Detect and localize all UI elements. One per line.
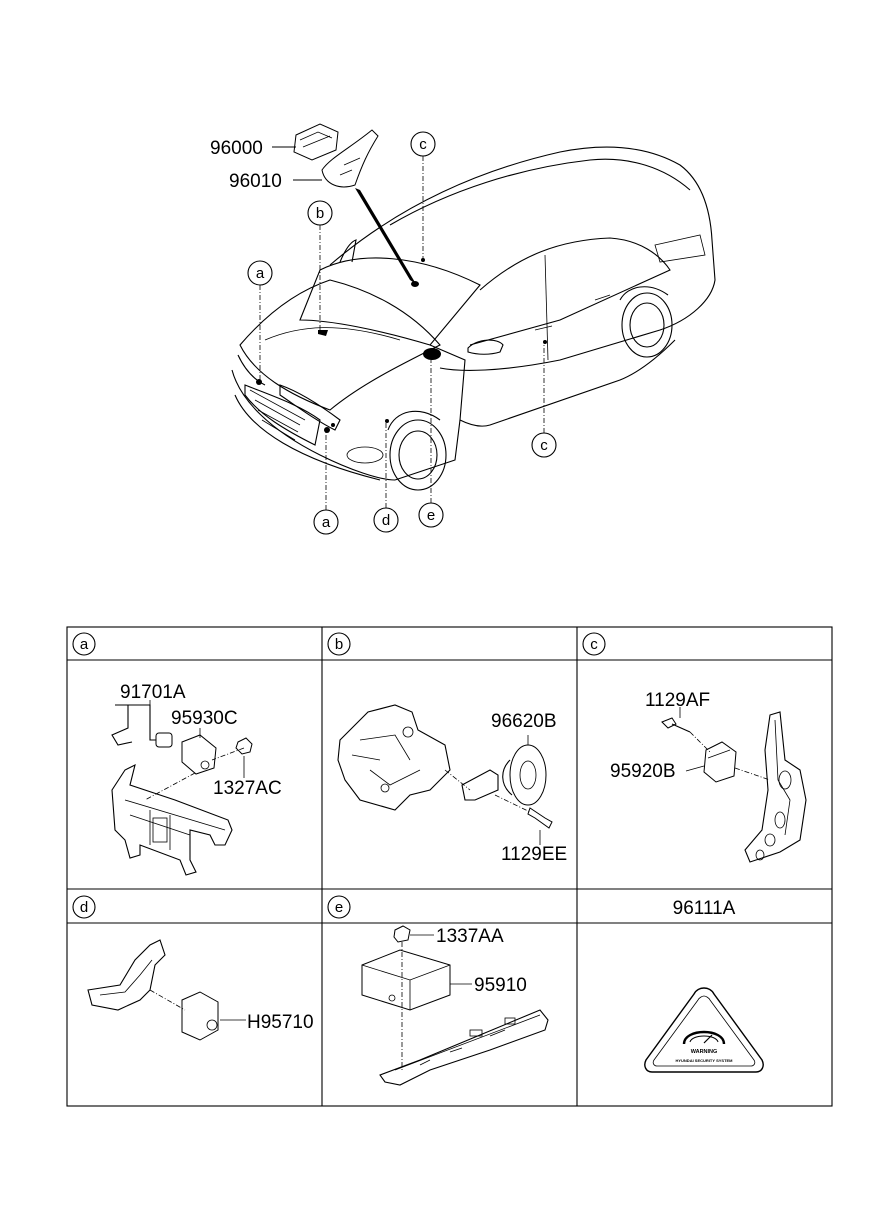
module-96000-icon [293, 123, 339, 161]
svg-text:c: c [590, 636, 598, 653]
cell-e-drawing [361, 925, 549, 1086]
warning-sticker: WARNING HYUNDAI SECURITY SYSTEM [644, 987, 764, 1073]
part-label-95930C: 95930C [171, 708, 238, 729]
part-label-95910: 95910 [474, 975, 527, 996]
svg-text:a: a [80, 636, 89, 653]
part-label-1337AA: 1337AA [436, 926, 504, 947]
svg-text:b: b [335, 636, 343, 653]
sticker-warning-text: WARNING [691, 1049, 718, 1055]
svg-text:c: c [419, 136, 427, 153]
part-label-91701A: 91701A [120, 682, 186, 703]
cell-header-b: b [327, 632, 351, 656]
cell-title-96111A: 96111A [673, 898, 736, 919]
svg-text:d: d [80, 899, 88, 916]
part-label-96010: 96010 [229, 171, 282, 192]
cell-b-drawing [337, 704, 553, 845]
svg-text:b: b [316, 205, 324, 222]
detail-table [66, 626, 833, 1107]
part-label-96620B: 96620B [491, 711, 557, 732]
svg-text:e: e [427, 507, 435, 524]
cell-header-a: a [72, 632, 96, 656]
cell-header-e: e [327, 895, 351, 919]
cell-d-drawing [87, 939, 246, 1041]
part-label-1129AF: 1129AF [645, 690, 710, 711]
svg-text:d: d [382, 512, 390, 529]
part-label-95920B: 95920B [610, 761, 676, 782]
svg-text:e: e [335, 899, 343, 916]
cell-header-c: c [582, 632, 606, 656]
svg-text:a: a [322, 514, 331, 531]
cell-a-drawing [111, 700, 253, 876]
cell-c-drawing [661, 707, 807, 863]
module-96010-icon [321, 129, 379, 188]
part-label-96000: 96000 [210, 138, 263, 159]
car-illustration [231, 146, 716, 491]
sticker-system-text: HYUNDAI SECURITY SYSTEM [675, 1058, 733, 1063]
part-label-1327AC: 1327AC [213, 778, 282, 799]
part-label-1129EE: 1129EE [501, 844, 567, 865]
cell-header-d: d [72, 895, 96, 919]
part-label-H95710: H95710 [247, 1012, 314, 1033]
svg-text:c: c [540, 437, 548, 454]
svg-text:a: a [256, 265, 265, 282]
